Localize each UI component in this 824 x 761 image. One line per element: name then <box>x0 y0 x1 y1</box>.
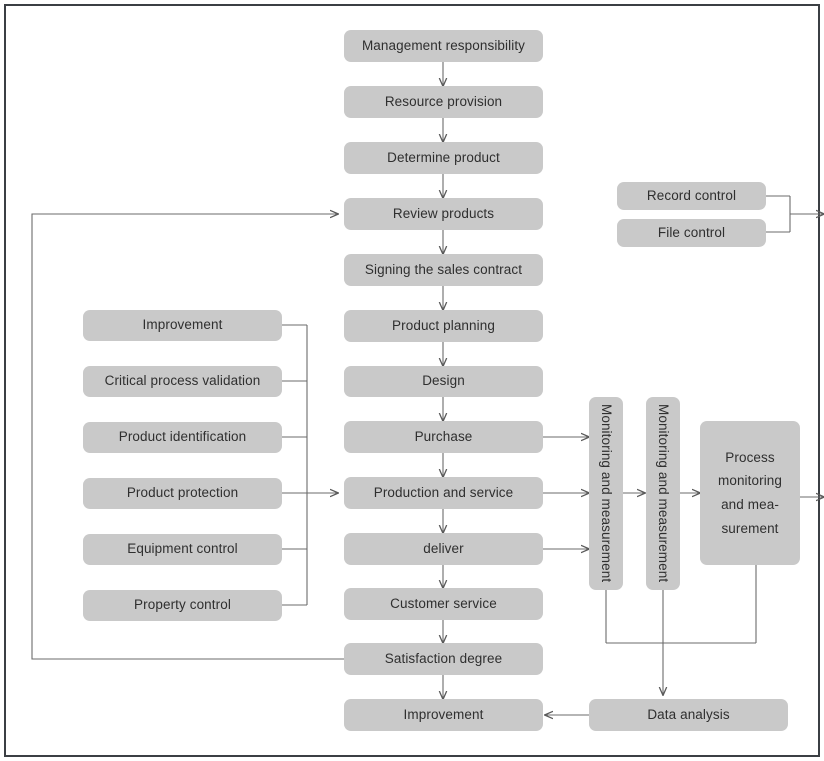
node-resource-provision[interactable]: Resource provision <box>344 86 543 118</box>
node-label: Signing the sales contract <box>364 261 523 277</box>
node-label: Product identification <box>118 429 247 445</box>
node-equipment-control[interactable]: Equipment control <box>83 534 282 565</box>
node-signing-the-sales-contract[interactable]: Signing the sales contract <box>344 254 543 286</box>
node-label: Customer service <box>390 595 497 611</box>
node-satisfaction-degree[interactable]: Satisfaction degree <box>344 643 543 675</box>
node-label: Determine product <box>387 149 500 165</box>
node-deliver[interactable]: deliver <box>344 533 543 565</box>
node-determine-product[interactable]: Determine product <box>344 142 543 174</box>
node-critical-process-validation[interactable]: Critical process validation <box>83 366 282 397</box>
node-product-protection[interactable]: Product protection <box>83 478 282 509</box>
node-management-responsibility[interactable]: Management responsibility <box>344 30 543 62</box>
node-label-line-2: monitoring <box>717 473 783 489</box>
node-production-and-service[interactable]: Production and service <box>344 477 543 509</box>
node-label: Management responsibility <box>361 37 526 53</box>
node-label: Purchase <box>414 428 473 444</box>
node-improvement[interactable]: Improvement <box>83 310 282 341</box>
node-label: Product protection <box>126 485 239 501</box>
node-label: Property control <box>134 597 231 613</box>
node-customer-service[interactable]: Customer service <box>344 588 543 620</box>
node-label: File control <box>657 224 726 240</box>
node-design[interactable]: Design <box>344 366 543 397</box>
node-label: Monitoring and measurement <box>599 404 615 583</box>
node-label-line-3: and mea- <box>721 497 779 512</box>
node-label: Improvement <box>142 317 223 333</box>
node-purchase[interactable]: Purchase <box>344 421 543 453</box>
node-record-control[interactable]: Record control <box>617 182 766 210</box>
node-monitoring-and-measurement-1[interactable]: Monitoring and measurement <box>589 397 623 590</box>
node-file-control[interactable]: File control <box>617 219 766 247</box>
node-label: Critical process validation <box>104 373 261 389</box>
node-label: Equipment control <box>127 541 238 557</box>
node-review-products[interactable]: Review products <box>344 198 543 230</box>
node-label: Satisfaction degree <box>384 650 503 666</box>
node-label: Production and service <box>373 484 514 500</box>
node-label: Improvement <box>403 706 484 722</box>
node-label-line-4: surement <box>721 520 779 536</box>
node-label: Data analysis <box>647 706 730 722</box>
node-property-control[interactable]: Property control <box>83 590 282 621</box>
node-label: Resource provision <box>384 93 503 109</box>
node-product-identification[interactable]: Product identification <box>83 422 282 453</box>
node-process-monitoring-and-measurement[interactable]: Process monitoring and mea- surement <box>700 421 800 565</box>
node-label: Product planning <box>392 317 495 333</box>
node-label: Record control <box>646 187 737 203</box>
node-label: Review products <box>392 205 495 221</box>
node-label: Design <box>422 373 465 389</box>
node-label: Monitoring and measurement <box>656 404 672 583</box>
node-label-line-1: Process <box>725 449 775 465</box>
node-product-planning[interactable]: Product planning <box>344 310 543 342</box>
node-improvement-bottom[interactable]: Improvement <box>344 699 543 731</box>
node-data-analysis[interactable]: Data analysis <box>589 699 788 731</box>
node-monitoring-and-measurement-2[interactable]: Monitoring and measurement <box>646 397 680 590</box>
node-label: deliver <box>423 540 464 556</box>
